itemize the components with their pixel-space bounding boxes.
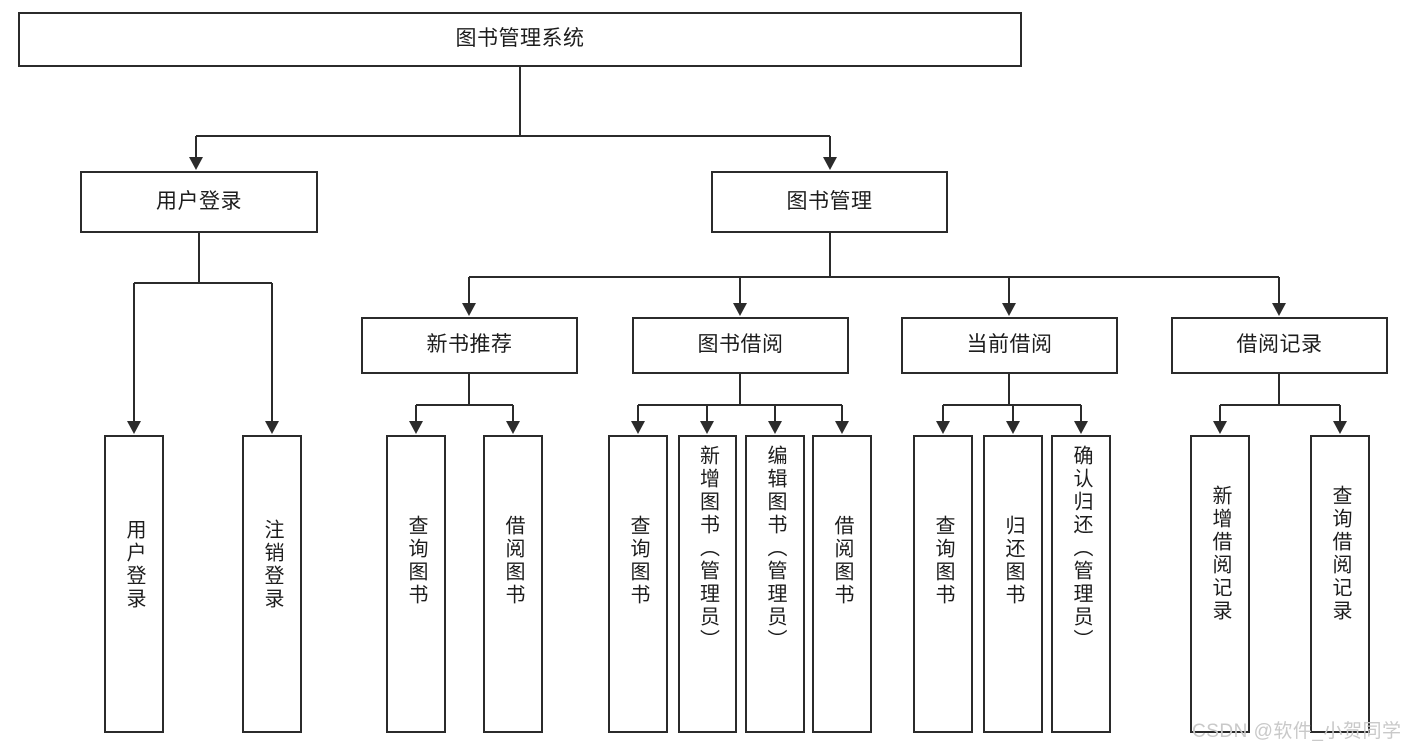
node-leaf-brw-query-book[interactable]: 查询图书 xyxy=(608,435,668,733)
node-label: 借阅记录 xyxy=(1236,333,1323,357)
node-leaf-cur-return-book[interactable]: 归还图书 xyxy=(983,435,1043,733)
node-label: 查询图书 xyxy=(932,515,954,607)
node-book-manage[interactable]: 图书管理 xyxy=(711,171,948,233)
node-label: 注销登录 xyxy=(261,519,283,611)
node-label: 确认归还（管理员） xyxy=(1070,445,1092,652)
node-label: 编辑图书（管理员） xyxy=(764,445,786,652)
node-label: 归还图书 xyxy=(1002,515,1024,607)
node-new-book-recommend[interactable]: 新书推荐 xyxy=(361,317,578,374)
node-leaf-brw-edit-book[interactable]: 编辑图书（管理员） xyxy=(745,435,805,733)
arrowhead xyxy=(700,421,714,434)
arrowhead xyxy=(1272,303,1286,316)
arrowhead xyxy=(1074,421,1088,434)
arrowhead xyxy=(265,421,279,434)
node-user-login[interactable]: 用户登录 xyxy=(80,171,318,233)
csdn-watermark: CSDN @软件_小贺同学 xyxy=(1192,721,1402,742)
arrowhead xyxy=(506,421,520,434)
arrowhead xyxy=(189,157,203,170)
arrowhead xyxy=(127,421,141,434)
node-label: 用户登录 xyxy=(156,189,242,213)
node-leaf-rec-borrow-book[interactable]: 借阅图书 xyxy=(483,435,543,733)
node-leaf-cur-query-book[interactable]: 查询图书 xyxy=(913,435,973,733)
node-leaf-rec-query-record[interactable]: 查询借阅记录 xyxy=(1310,435,1370,733)
node-leaf-user-logout[interactable]: 注销登录 xyxy=(242,435,302,733)
node-current-borrow[interactable]: 当前借阅 xyxy=(901,317,1118,374)
arrowhead xyxy=(733,303,747,316)
arrowhead xyxy=(409,421,423,434)
arrowhead xyxy=(936,421,950,434)
arrowhead xyxy=(631,421,645,434)
node-book-borrow[interactable]: 图书借阅 xyxy=(632,317,849,374)
arrowhead xyxy=(768,421,782,434)
node-label: 查询图书 xyxy=(627,515,649,607)
node-label: 新书推荐 xyxy=(426,333,513,357)
arrowhead xyxy=(1213,421,1227,434)
node-label: 借阅图书 xyxy=(831,515,853,607)
node-label: 查询借阅记录 xyxy=(1329,485,1351,623)
arrowhead xyxy=(1006,421,1020,434)
node-leaf-rec-add-record[interactable]: 新增借阅记录 xyxy=(1190,435,1250,733)
arrowhead xyxy=(1333,421,1347,434)
node-label: 借阅图书 xyxy=(502,515,524,607)
node-leaf-user-login[interactable]: 用户登录 xyxy=(104,435,164,733)
arrowhead xyxy=(462,303,476,316)
node-root[interactable]: 图书管理系统 xyxy=(18,12,1022,67)
node-leaf-brw-add-book[interactable]: 新增图书（管理员） xyxy=(678,435,737,733)
node-label: 图书管理 xyxy=(786,189,873,213)
arrowhead xyxy=(823,157,837,170)
node-borrow-record[interactable]: 借阅记录 xyxy=(1171,317,1388,374)
node-label: 新增借阅记录 xyxy=(1209,485,1231,623)
node-label: 图书借阅 xyxy=(697,333,784,357)
node-leaf-rec-query-book[interactable]: 查询图书 xyxy=(386,435,446,733)
arrowhead xyxy=(1002,303,1016,316)
node-leaf-brw-borrow-book[interactable]: 借阅图书 xyxy=(812,435,872,733)
node-label: 新增图书（管理员） xyxy=(696,445,719,652)
node-label: 用户登录 xyxy=(123,519,145,611)
arrowhead xyxy=(835,421,849,434)
node-leaf-cur-confirm-return[interactable]: 确认归还（管理员） xyxy=(1051,435,1111,733)
node-label: 当前借阅 xyxy=(966,333,1053,357)
node-label: 查询图书 xyxy=(405,515,427,607)
node-label: 图书管理系统 xyxy=(455,27,585,51)
